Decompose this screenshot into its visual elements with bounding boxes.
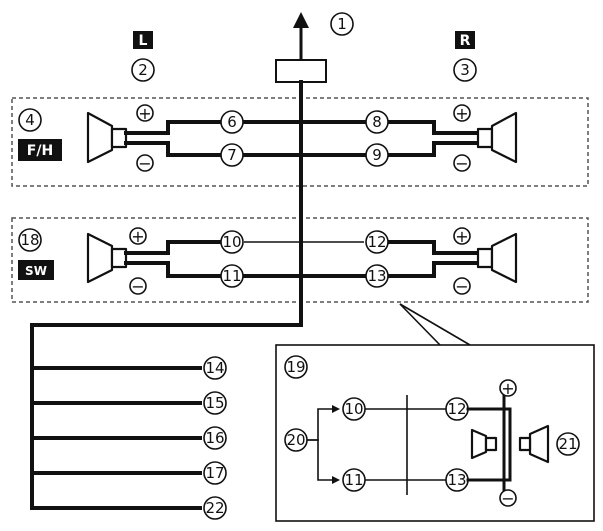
right-channel-header: R 3	[453, 31, 477, 82]
minus-sign: −	[501, 489, 514, 508]
left-badge	[133, 31, 153, 49]
label-17: 17	[205, 464, 224, 482]
fh-badge	[18, 139, 62, 161]
minus-sign: −	[131, 277, 144, 296]
arrow-right-icon	[332, 476, 340, 484]
minus-sign: −	[455, 277, 468, 296]
harness-wires	[30, 80, 303, 510]
label-16: 16	[205, 429, 224, 447]
plus-sign: +	[455, 104, 468, 123]
fh-badge-text: F/H	[27, 143, 53, 159]
label-3: 3	[460, 61, 470, 79]
label-21: 21	[558, 435, 577, 453]
label-15: 15	[205, 394, 224, 412]
arrow-right-icon	[332, 405, 340, 413]
left-channel-header: L 2	[131, 31, 155, 82]
left-badge-text: L	[139, 33, 148, 49]
minus-sign: −	[138, 154, 151, 173]
label-1: 1	[337, 15, 347, 33]
minus-sign: −	[455, 154, 468, 173]
label-20: 20	[286, 431, 305, 449]
subwoofer-row: 18 SW + − 10 11 12 13 + −	[18, 227, 518, 296]
front-right-speaker-icon	[490, 111, 518, 164]
inset-speaker-b-icon	[528, 424, 550, 464]
label-7: 7	[227, 146, 237, 164]
subwoofer-left-speaker-icon	[86, 232, 114, 284]
inset-label-13: 13	[447, 471, 466, 489]
head-unit-connector: 1	[275, 12, 354, 83]
subwoofer-right-speaker-icon	[490, 232, 518, 284]
connector-box	[275, 59, 327, 83]
front-speaker-row: 4 F/H + − 6 7 8 9 + −	[18, 104, 518, 173]
label-11: 11	[222, 267, 241, 285]
label-2: 2	[138, 61, 148, 79]
label-19: 19	[286, 358, 305, 376]
inset-label-12: 12	[447, 400, 466, 418]
plus-sign: +	[501, 379, 514, 398]
inset-diagram: 19 20 10 11 12 13 + − 21	[275, 344, 595, 522]
sw-badge	[18, 260, 54, 280]
plus-sign: +	[138, 104, 151, 123]
label-14: 14	[205, 359, 224, 377]
label-18: 18	[20, 231, 39, 249]
inset-label-10: 10	[344, 400, 363, 418]
label-22: 22	[205, 499, 224, 517]
label-8: 8	[372, 113, 382, 131]
wire-labels: 14 15 16 17 22	[203, 356, 227, 520]
right-badge	[455, 31, 475, 49]
label-6: 6	[227, 113, 237, 131]
label-10: 10	[222, 233, 241, 251]
inset-label-11: 11	[344, 471, 363, 489]
sw-badge-text: SW	[25, 264, 47, 278]
label-4: 4	[25, 111, 35, 129]
callout-leader	[399, 303, 471, 346]
label-9: 9	[372, 146, 382, 164]
arrow-up-icon	[293, 12, 309, 28]
label-12: 12	[367, 233, 386, 251]
plus-sign: +	[131, 227, 144, 246]
plus-sign: +	[455, 227, 468, 246]
inset-speaker-a-icon	[470, 428, 488, 460]
right-badge-text: R	[460, 33, 471, 49]
front-left-speaker-icon	[86, 111, 114, 164]
label-13: 13	[367, 267, 386, 285]
